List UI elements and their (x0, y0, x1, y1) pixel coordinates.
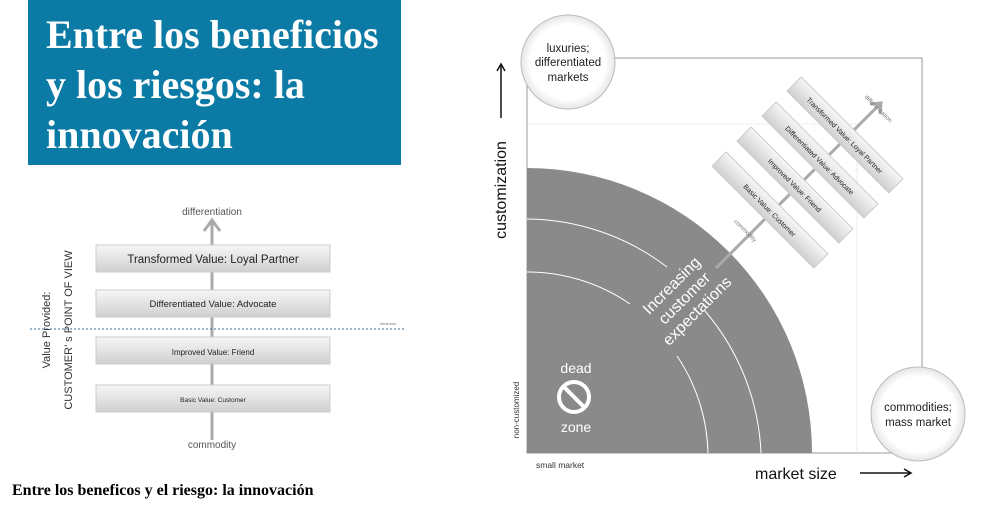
minimum-label: minimum (380, 321, 397, 326)
x-axis-low-label: small market (536, 460, 585, 470)
level-label: Transformed Value: Loyal Partner (127, 254, 298, 266)
left-value-ladder: differentiation commodity minimum Transf… (30, 207, 405, 451)
level-bar: Basic Value: Customer (95, 384, 331, 413)
circle-text: luxuries; (547, 43, 590, 55)
commodity-label: commodity (188, 440, 236, 451)
title-box: Entre los beneficios y los riesgos: la i… (28, 0, 401, 165)
market-diagram: dead zone Increasing customer expectatio… (493, 14, 966, 483)
no-entry-icon (557, 380, 591, 414)
axis-label-line-2: CUSTOMER’ s POINT OF VIEW (63, 250, 75, 410)
level-label: Differentiated Value: Advocate (150, 299, 277, 310)
level-bar: Improved Value: Friend (95, 336, 331, 365)
level-label: Basic Value: Customer (180, 397, 246, 404)
differentiation-label: differentiation (182, 207, 242, 218)
circle-text: mass market (885, 417, 952, 429)
level-label: Improved Value: Friend (172, 348, 255, 357)
circle-text: differentiated (535, 57, 601, 69)
y-axis-low-label: non-customized (512, 382, 521, 438)
expectation-arc (526, 218, 668, 268)
title-line-3: innovación (46, 112, 233, 157)
expectation-arc (526, 271, 631, 305)
zone-label: zone (561, 419, 592, 435)
arrow-head-icon (869, 101, 883, 115)
circle-text: markets (548, 72, 589, 84)
luxuries-circle: luxuries; differentiated markets (520, 14, 616, 110)
slide-title: Entre los beneficios y los riesgos: la i… (46, 10, 406, 160)
y-axis-label: customization (493, 141, 510, 239)
arrow-head-icon (202, 217, 222, 232)
title-line-2: y los riesgos: la (46, 62, 305, 107)
dead-label: dead (560, 360, 591, 376)
level-bar: Transformed Value: Loyal Partner (95, 244, 331, 273)
circle-text: commodities; (884, 402, 952, 414)
level-bar: Differentiated Value: Advocate (95, 289, 331, 318)
caption: Entre los beneficos y el riesgo: la inno… (12, 482, 314, 499)
title-line-1: Entre los beneficios (46, 12, 379, 57)
commodities-circle: commodities; mass market (870, 366, 966, 462)
dead-zone-area (527, 168, 812, 453)
axis-label-line-1: Value Provided: (41, 292, 53, 369)
x-axis-label: market size (755, 466, 837, 483)
